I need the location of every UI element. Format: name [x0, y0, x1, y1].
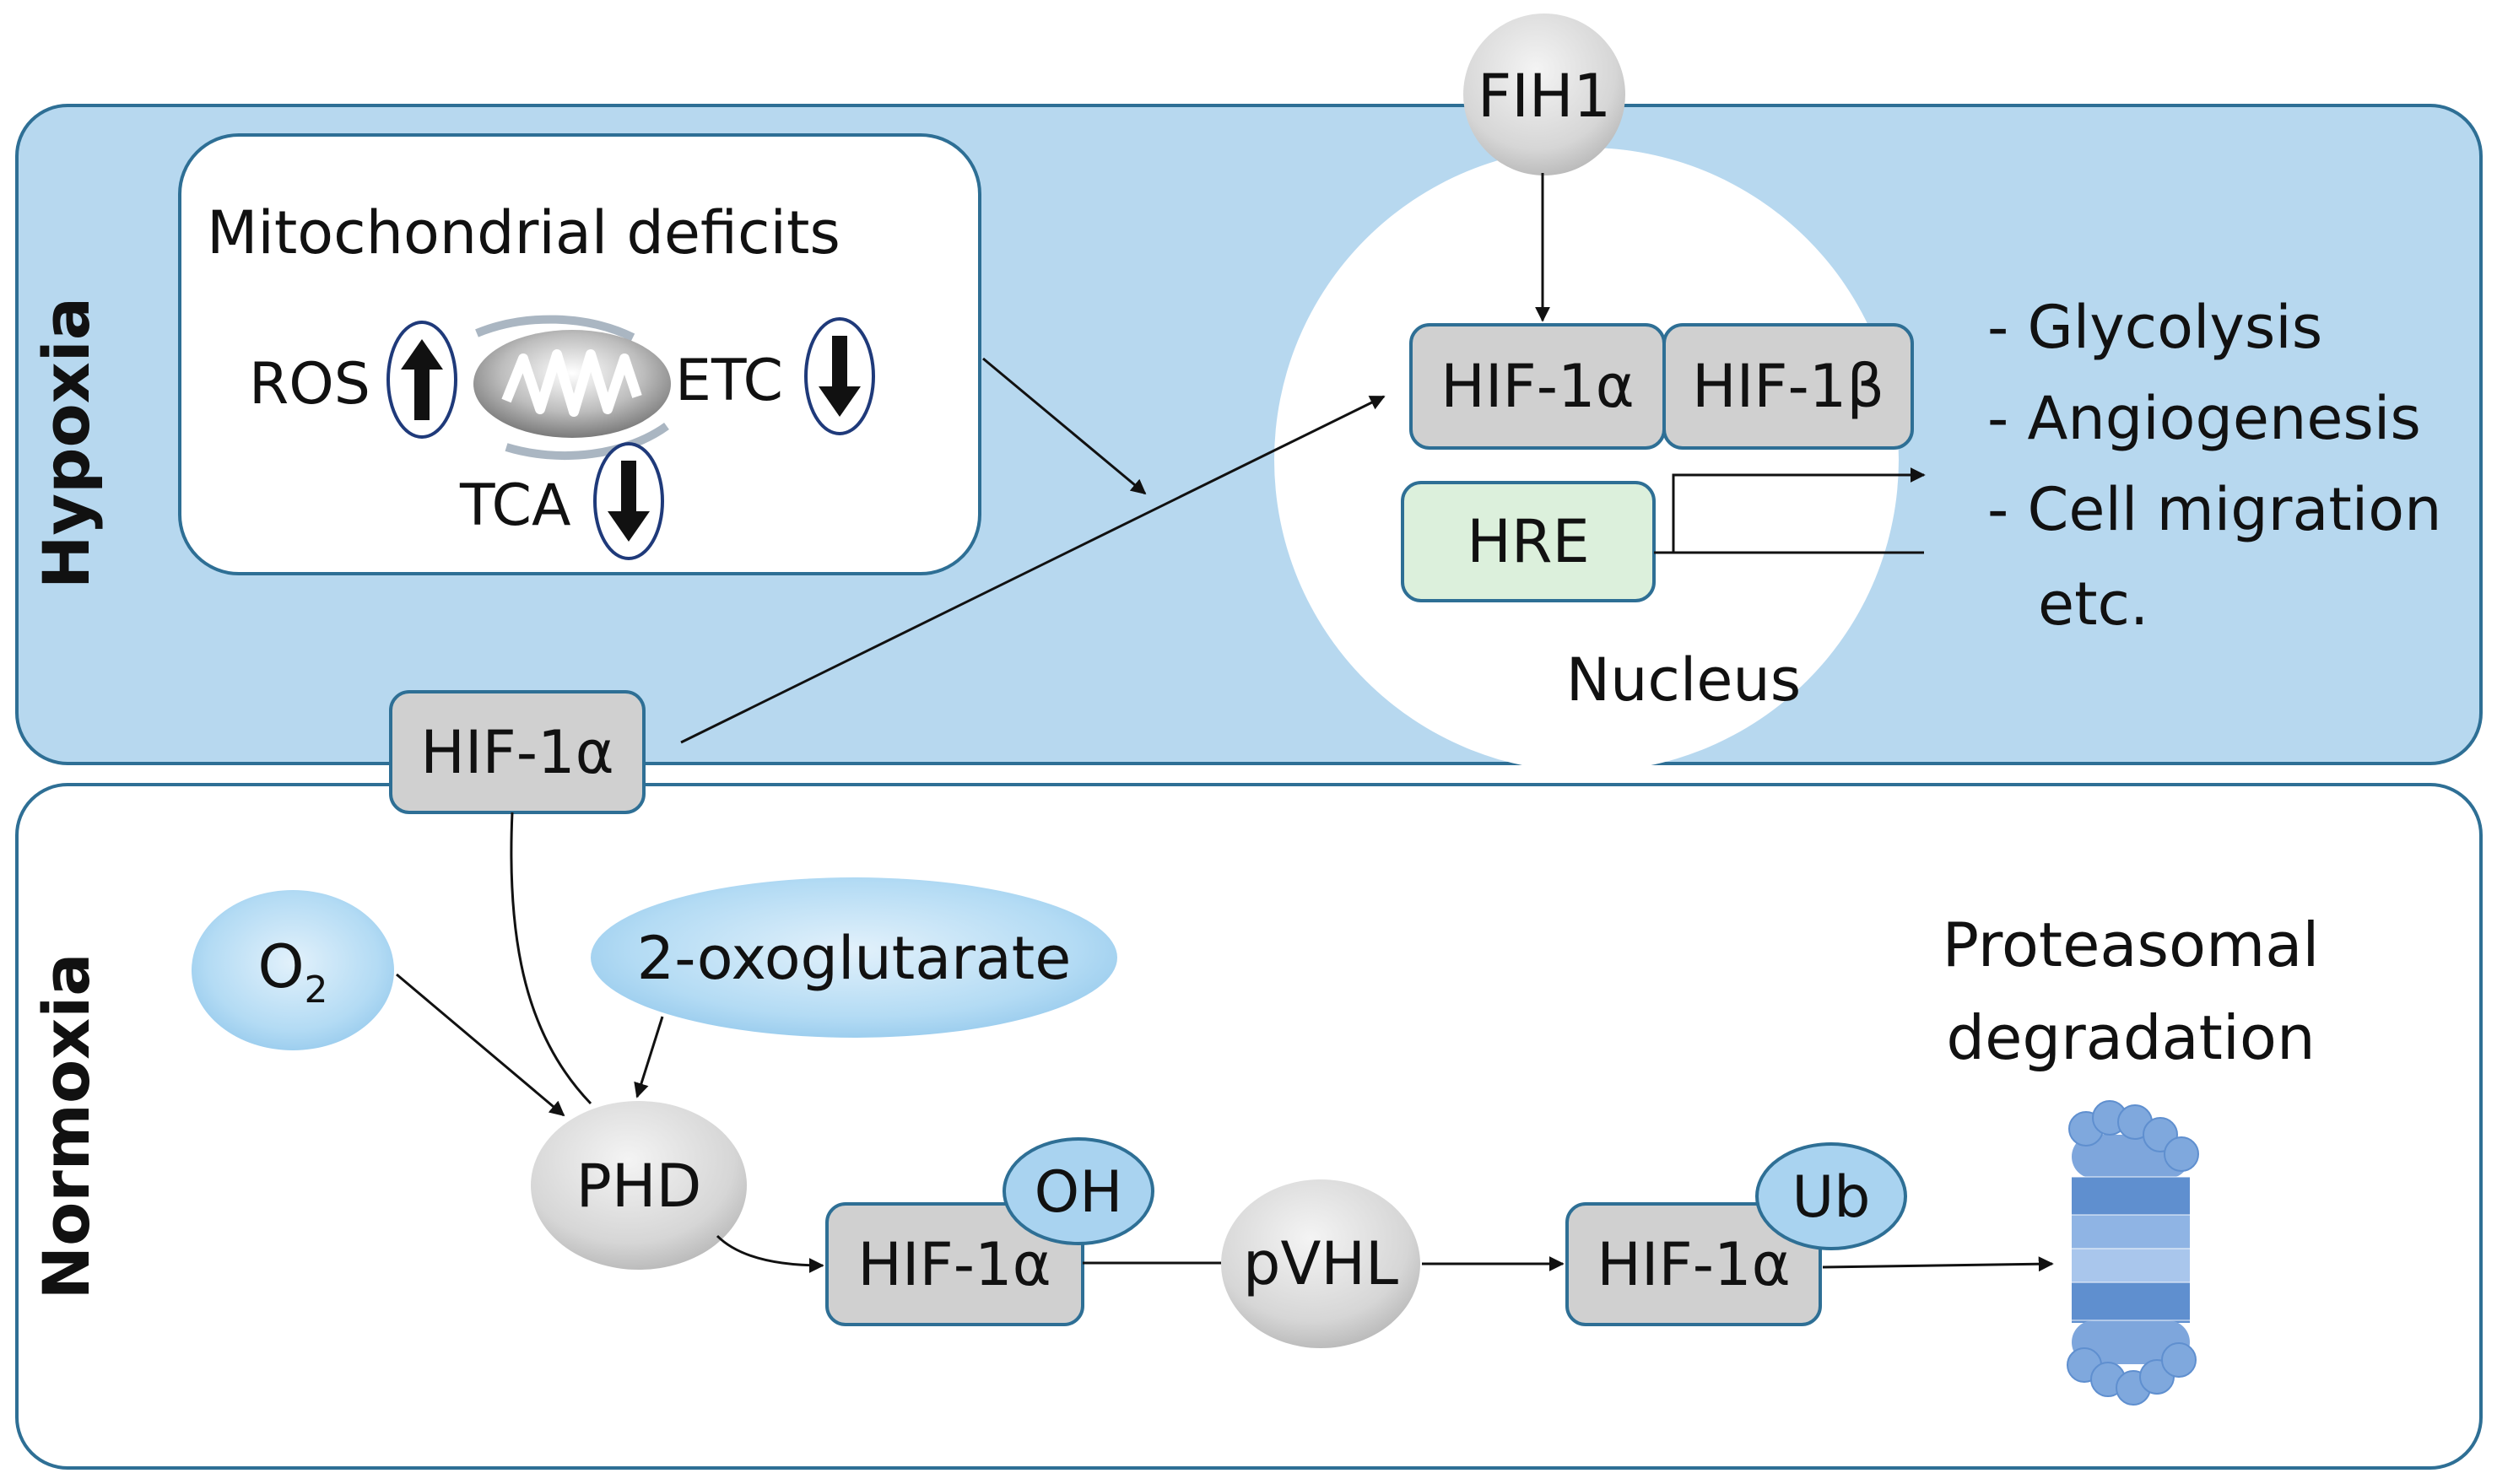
- hif1a-ub-to-proteasome-arrow: [1822, 1256, 2054, 1272]
- transcription-start-arrow: [1672, 467, 1926, 553]
- mitochondrion-icon: [473, 315, 671, 461]
- pvhl-label: pVHL: [1243, 1229, 1398, 1298]
- ros-label: ROS: [249, 351, 370, 418]
- tca-down-arrow-icon: [593, 442, 664, 560]
- outcome-etc: etc.: [2038, 569, 2148, 639]
- etc-label: ETC: [675, 348, 783, 414]
- hif1a-entry-box: HIF-1α: [389, 690, 646, 814]
- mito-title: Mitochondrial deficits: [207, 198, 840, 267]
- ub-label: Ub: [1792, 1164, 1871, 1231]
- o2-ellipse: O2: [192, 890, 394, 1050]
- normoxia-label: Normoxia: [29, 952, 104, 1299]
- nucleus-hif1b-label: HIF-1β: [1692, 352, 1884, 421]
- hypoxia-label: Hypoxia: [29, 297, 104, 589]
- proteasome-icon: [2067, 1100, 2199, 1406]
- ub-badge: Ub: [1755, 1142, 1907, 1250]
- outcome-glycolysis: - Glycolysis: [1987, 293, 2322, 362]
- pvhl-ellipse: pVHL: [1221, 1179, 1420, 1348]
- hif1a-oh-label: HIF-1α: [857, 1230, 1051, 1299]
- oxoglutarate-label: 2-oxoglutarate: [637, 924, 1072, 993]
- nucleus-hif1a-label: HIF-1α: [1440, 352, 1634, 421]
- hif1a-ub-label: HIF-1α: [1597, 1230, 1790, 1299]
- nucleus-hif1a-box: HIF-1α: [1409, 323, 1666, 450]
- outcome-angiogenesis: - Angiogenesis: [1987, 384, 2421, 453]
- outcomes-list: - Glycolysis - Angiogenesis - Cell migra…: [1987, 293, 2441, 639]
- phd-ellipse: PHD: [531, 1101, 747, 1270]
- hif1a-to-nucleus-arrow: [680, 395, 1386, 744]
- phd-label: PHD: [576, 1152, 702, 1221]
- etc-down-arrow-icon: [804, 317, 875, 435]
- proteasome-label-line2: degradation: [1946, 1002, 2315, 1073]
- oh-badge: OH: [1003, 1137, 1154, 1245]
- oh-label: OH: [1035, 1159, 1123, 1226]
- proteasome-label-line1: Proteasomal: [1943, 909, 2320, 980]
- nucleus-hif1b-box: HIF-1β: [1662, 323, 1914, 450]
- hre-label: HRE: [1467, 507, 1590, 576]
- hre-box: HRE: [1401, 481, 1656, 602]
- hif1a-oh-box: HIF-1α: [825, 1202, 1084, 1326]
- hif1a-to-phd-curve: [510, 812, 592, 1105]
- nucleus-circle: [1274, 148, 1899, 772]
- hif1a-ub-box: HIF-1α: [1565, 1202, 1822, 1326]
- mito-to-nucleus-arrow: [982, 357, 1147, 495]
- oxoglutarate-ellipse: 2-oxoglutarate: [591, 877, 1117, 1038]
- phd-to-hif1a-oh-arrow: [716, 1234, 824, 1273]
- hif1a-entry-label: HIF-1α: [420, 718, 613, 787]
- ros-up-arrow-icon: [386, 321, 457, 439]
- oxoglutarate-to-phd-arrow: [634, 1016, 664, 1098]
- fih1-label: FIH1: [1478, 62, 1611, 131]
- o2-label: O2: [257, 932, 327, 1012]
- outcome-cell-migration: - Cell migration: [1987, 475, 2441, 544]
- nucleus-label: Nucleus: [1566, 645, 1802, 715]
- fih1-ellipse: [1463, 13, 1625, 175]
- o2-to-phd-arrow: [396, 973, 565, 1117]
- tca-label: TCA: [459, 472, 571, 539]
